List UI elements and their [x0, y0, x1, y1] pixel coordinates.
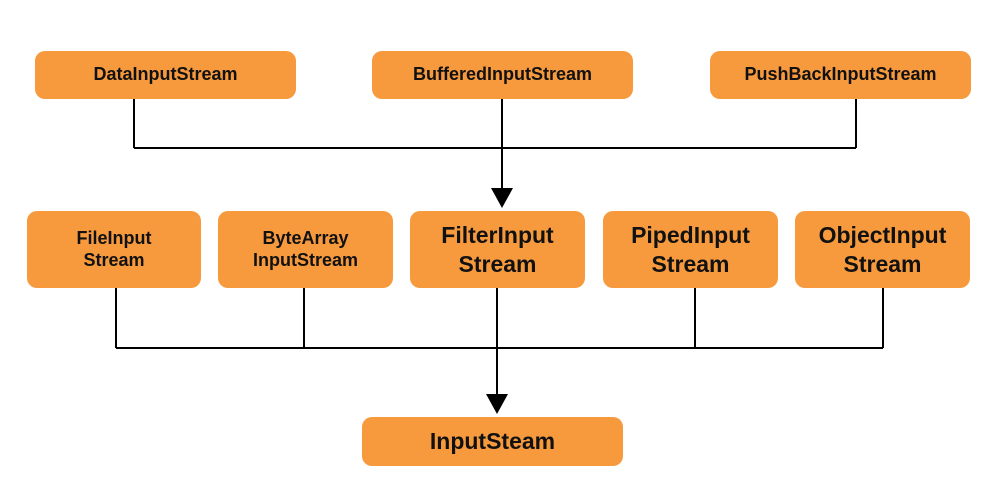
node-label-line-2: Stream	[843, 250, 922, 277]
node-label-line-1: FilterInput	[441, 221, 554, 248]
node-label-line-1: ObjectInput	[818, 221, 947, 248]
node-label-line-2: Stream	[651, 250, 730, 277]
node-bufferedinputstream: BufferedInputStream	[372, 51, 633, 99]
node-label: DataInputStream	[93, 64, 238, 85]
node-bytearrayinputstream: ByteArray InputStream	[218, 211, 393, 288]
node-label-line-1: PipedInput	[631, 221, 750, 248]
node-label-line-1: FileInput	[76, 227, 152, 248]
node-label-line-2: Stream	[83, 249, 145, 270]
node-pushbackinputstream: PushBackInputStream	[710, 51, 971, 99]
node-inputsteam: InputSteam	[362, 417, 623, 466]
node-label-line-1: ByteArray	[262, 227, 349, 248]
node-label-line-2: Stream	[458, 250, 537, 277]
arrow-head-to-input	[486, 394, 508, 414]
node-label-line-2: InputStream	[252, 249, 358, 270]
node-label: PushBackInputStream	[744, 64, 937, 85]
node-datainputstream: DataInputStream	[35, 51, 296, 99]
node-label: BufferedInputStream	[412, 64, 592, 85]
node-label: InputSteam	[429, 428, 556, 455]
node-objectinputstream: ObjectInput Stream	[795, 211, 970, 288]
node-fileinputstream: FileInput Stream	[27, 211, 201, 288]
node-pipedinputstream: PipedInput Stream	[603, 211, 778, 288]
arrow-head-to-filter	[491, 188, 513, 208]
node-filterinputstream: FilterInput Stream	[410, 211, 585, 288]
